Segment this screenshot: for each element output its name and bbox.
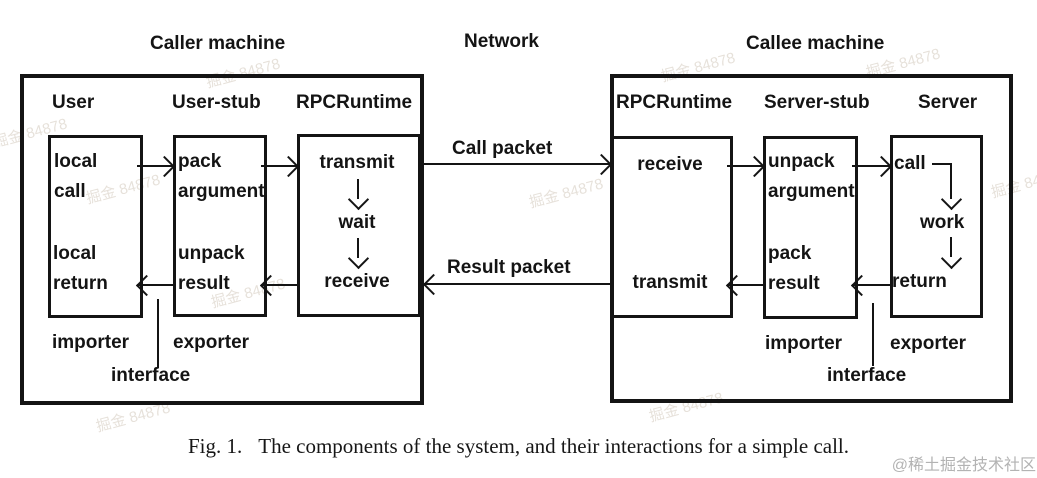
call-packet-arrow — [420, 163, 610, 165]
local-call-label: local call — [54, 147, 97, 207]
interface-callee-label: interface — [827, 365, 907, 386]
argument-callee-line: argument — [768, 181, 855, 202]
local-return-line1: local — [53, 243, 97, 264]
figure-caption: Fig. 1. The components of the system, and… — [0, 434, 1037, 459]
figure-caption-text: The components of the system, and their … — [258, 434, 849, 458]
work-return-arrow — [950, 237, 952, 257]
unpack-callee-line: unpack — [768, 151, 835, 172]
rpc-to-serverstub-arrow — [727, 165, 763, 167]
caller-machine-title: Caller machine — [150, 33, 286, 54]
serverstub-to-rpc-return-arrow — [727, 284, 763, 286]
return-label: return — [892, 271, 947, 292]
result-line: result — [178, 273, 230, 294]
exporter-callee-label: exporter — [890, 333, 967, 354]
transmit-wait-arrow — [357, 179, 359, 199]
importer-caller-label: importer — [52, 332, 130, 353]
network-title: Network — [464, 31, 539, 52]
unpack-line: unpack — [178, 243, 245, 264]
wait-label: wait — [338, 212, 376, 233]
argument-line: argument — [178, 181, 265, 202]
interface-callee-line — [872, 303, 874, 366]
server-to-serverstub-return-arrow — [852, 284, 890, 286]
stub-to-user-return-arrow — [137, 284, 173, 286]
transmit-callee-label: transmit — [632, 272, 708, 293]
unpack-argument-label: unpack argument — [768, 147, 855, 207]
figure-number: Fig. 1. — [187, 434, 243, 458]
user-stub-header: User-stub — [172, 92, 261, 113]
rpcruntime-callee-header: RPCRuntime — [616, 92, 733, 113]
call-work-elbow-horizontal — [932, 163, 952, 165]
call-label: call — [894, 153, 926, 174]
server-header: Server — [918, 92, 978, 113]
site-watermark: @稀土掘金技术社区 — [891, 457, 1036, 474]
callee-machine-title: Callee machine — [746, 33, 885, 54]
server-box — [890, 135, 983, 318]
pack-argument-label: pack argument — [178, 147, 265, 207]
call-packet-label: Call packet — [452, 138, 553, 159]
local-call-line2: call — [54, 181, 86, 202]
user-stub-box — [173, 135, 267, 317]
rpcruntime-callee-box — [610, 136, 733, 318]
pack-line: pack — [178, 151, 222, 172]
diagonal-watermark: 掘金 84878 — [527, 175, 606, 212]
pack-callee-line: pack — [768, 243, 812, 264]
call-work-elbow-vertical — [950, 163, 952, 199]
local-call-line1: local — [54, 151, 98, 172]
result-packet-label: Result packet — [447, 257, 571, 278]
unpack-result-label: unpack result — [178, 239, 245, 299]
serverstub-to-server-arrow — [852, 165, 890, 167]
result-packet-arrow — [424, 283, 610, 285]
rpcruntime-caller-header: RPCRuntime — [296, 92, 413, 113]
wait-receive-arrow — [357, 238, 359, 258]
result-callee-line: result — [768, 273, 820, 294]
rpcruntime-caller-box — [297, 134, 421, 317]
importer-callee-label: importer — [765, 333, 843, 354]
pack-result-label: pack result — [768, 239, 820, 299]
interface-caller-line — [157, 299, 159, 368]
rpc-to-stub-return-arrow — [261, 284, 297, 286]
local-return-label: local return — [53, 239, 108, 299]
interface-caller-label: interface — [111, 365, 191, 386]
result-packet-arrowhead-icon — [422, 273, 445, 296]
stub-to-rpc-arrow — [261, 165, 297, 167]
user-header: User — [52, 92, 95, 113]
user-to-stub-arrow — [137, 165, 173, 167]
server-stub-header: Server-stub — [764, 92, 870, 113]
call-packet-arrowhead-icon — [590, 153, 613, 176]
local-return-line2: return — [53, 273, 108, 294]
caller-machine-box — [20, 74, 424, 405]
server-stub-box — [763, 136, 858, 319]
user-box — [48, 135, 143, 318]
receive-caller-label: receive — [324, 271, 390, 292]
work-label: work — [920, 212, 965, 233]
transmit-label: transmit — [319, 152, 395, 173]
exporter-caller-label: exporter — [173, 332, 250, 353]
receive-callee-label: receive — [637, 154, 703, 175]
